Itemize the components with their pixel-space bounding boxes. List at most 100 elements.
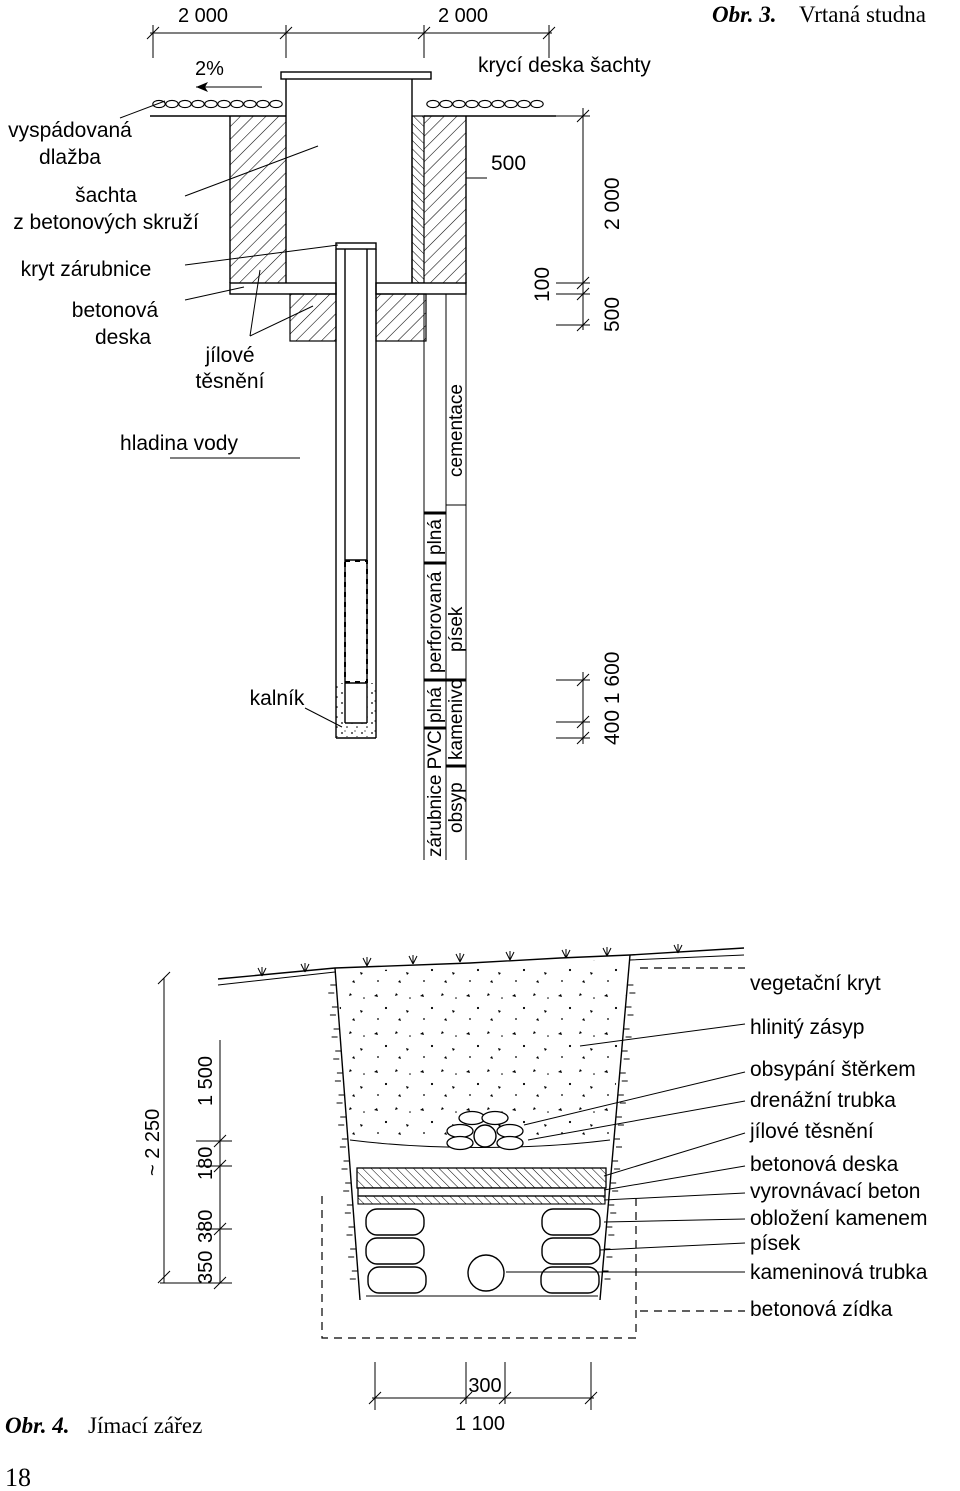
wall-tick bbox=[333, 1050, 342, 1060]
paving-stone bbox=[517, 99, 531, 109]
paving-stone bbox=[165, 99, 179, 109]
wall-tick bbox=[339, 1138, 348, 1148]
top-dimension: 2 000 2 000 bbox=[146, 5, 556, 58]
legend-leaders bbox=[506, 967, 746, 1312]
figure-3-well: Obr. 3. Vrtaná studna 2 000 2 000 2% kry… bbox=[8, 2, 926, 860]
label-cementace: cementace bbox=[446, 384, 467, 477]
figure-4-caption-title: Jímací zářez bbox=[88, 1413, 202, 1438]
grass-tick bbox=[673, 944, 683, 954]
wall-tick bbox=[346, 1226, 355, 1236]
figure-3-caption-number: Obr. 3. bbox=[712, 2, 777, 27]
ceramic-pipe bbox=[467, 1254, 505, 1292]
trench-wall-texture bbox=[328, 984, 636, 1280]
label-sachta-1: šachta bbox=[75, 184, 137, 207]
paving-stone bbox=[491, 99, 505, 109]
wall-tick bbox=[348, 1248, 357, 1258]
legend-vyrovnavaci-beton: vyrovnávací beton bbox=[750, 1180, 920, 1203]
left-labels: vyspádovaná dlažba šachta z betonových s… bbox=[8, 119, 305, 710]
clay-seal bbox=[356, 1167, 607, 1189]
gravel-stone bbox=[446, 1123, 474, 1139]
legend-drenazni-trubka: drenážní trubka bbox=[750, 1089, 896, 1112]
wall-tick bbox=[608, 1204, 617, 1214]
wall-tick bbox=[610, 1182, 619, 1192]
paving-stone bbox=[504, 99, 518, 109]
dim-350: 350 bbox=[195, 1251, 217, 1284]
label-zarubnice-pvc: zárubnice PVC bbox=[425, 730, 446, 857]
paving-stone bbox=[178, 99, 192, 109]
lining-stone bbox=[365, 1208, 425, 1236]
wall-tick bbox=[344, 1204, 353, 1214]
label-kryt-zarubnice: kryt zárubnice bbox=[21, 258, 152, 281]
ground-surface bbox=[217, 944, 745, 986]
gravel-stone bbox=[446, 1135, 474, 1151]
wall-tick bbox=[329, 1006, 338, 1016]
grass-tick bbox=[408, 955, 418, 965]
dim-180: 180 bbox=[195, 1147, 217, 1180]
wall-tick bbox=[341, 1160, 350, 1170]
wall-tick bbox=[334, 1072, 343, 1082]
wall-tick bbox=[627, 984, 636, 994]
borehole bbox=[335, 249, 377, 739]
wall-tick bbox=[614, 1138, 622, 1148]
figure-3-caption-title: Vrtaná studna bbox=[799, 2, 926, 27]
wall-tick bbox=[336, 1094, 345, 1104]
lining-stone bbox=[541, 1237, 601, 1265]
paving-stone bbox=[243, 99, 257, 109]
dim-300: 300 bbox=[468, 1375, 501, 1397]
paving-stone bbox=[230, 99, 244, 109]
casing-legend: cementace plná perforovaná plná zárubnic… bbox=[423, 294, 467, 860]
label-dlazba-1: vyspádovaná bbox=[8, 119, 132, 142]
grass-tick bbox=[257, 967, 267, 977]
wall-tick bbox=[621, 1050, 630, 1060]
trench-dimensions-left: ~ 2 250 1 500 180 380 350 bbox=[142, 971, 232, 1290]
label-hladina-vody: hladina vody bbox=[120, 432, 238, 455]
paving-stone bbox=[478, 99, 492, 109]
wall-tick bbox=[615, 1116, 624, 1126]
wall-tick bbox=[331, 1028, 340, 1038]
legend-pisek: písek bbox=[750, 1232, 801, 1255]
paving-stone bbox=[217, 99, 231, 109]
label-sachta-2: z betonových skruží bbox=[13, 211, 199, 234]
legend-kameninova-trubka: kameninová trubka bbox=[750, 1261, 928, 1284]
wall-tick bbox=[328, 984, 337, 994]
slope-label: 2% bbox=[195, 58, 224, 80]
dim-total-2250: ~ 2 250 bbox=[142, 1109, 164, 1176]
wall-tick bbox=[343, 1182, 352, 1192]
paving-stone bbox=[452, 99, 466, 109]
label-jilove-2: těsnění bbox=[196, 370, 265, 393]
label-kalnik: kalník bbox=[250, 687, 305, 710]
dim-2000: 2 000 bbox=[601, 177, 624, 230]
wall-tick bbox=[612, 1160, 621, 1170]
grass-tick bbox=[455, 953, 465, 963]
right-dimensions: 500 2 000 100 500 400 1 600 bbox=[466, 108, 624, 745]
legend-betonova-deska: betonová deska bbox=[750, 1153, 899, 1176]
concrete-slab bbox=[357, 1187, 606, 1197]
wall-tick bbox=[349, 1270, 358, 1280]
clay-backfill bbox=[337, 959, 629, 1140]
wall-tick bbox=[606, 1226, 615, 1236]
grass-tick bbox=[300, 963, 310, 973]
trench-legend: vegetační kryt hlinitý zásyp obsypání št… bbox=[749, 972, 928, 1321]
label-dlazba-2: dlažba bbox=[39, 146, 101, 169]
gravel-stone bbox=[496, 1135, 524, 1151]
paving-stone bbox=[256, 99, 270, 109]
grass-tick bbox=[362, 957, 372, 967]
wall-tick bbox=[619, 1072, 628, 1082]
wall-tick bbox=[623, 1028, 632, 1038]
paving-stone bbox=[439, 99, 453, 109]
gravel-stone bbox=[481, 1110, 509, 1126]
label-perforovana: perforovaná bbox=[425, 571, 446, 673]
label-plna-bottom: plná bbox=[425, 687, 446, 723]
dim-500-lower: 500 bbox=[601, 297, 624, 332]
label-kamenivo: kamenivo bbox=[446, 679, 467, 760]
figure-4-caption-number: Obr. 4. bbox=[5, 1413, 70, 1438]
label-kryci-deska: krycí deska šachty bbox=[478, 54, 651, 77]
wall-tick bbox=[604, 1248, 613, 1258]
shaft-walls bbox=[229, 79, 467, 284]
figure-4-trench: vegetační kryt hlinitý zásyp obsypání št… bbox=[5, 944, 928, 1438]
wall-tick bbox=[338, 1116, 347, 1126]
concrete-footing bbox=[321, 1196, 637, 1339]
label-pisek: písek bbox=[446, 606, 467, 652]
paving-stone bbox=[465, 99, 479, 109]
lining-stone bbox=[540, 1266, 600, 1294]
